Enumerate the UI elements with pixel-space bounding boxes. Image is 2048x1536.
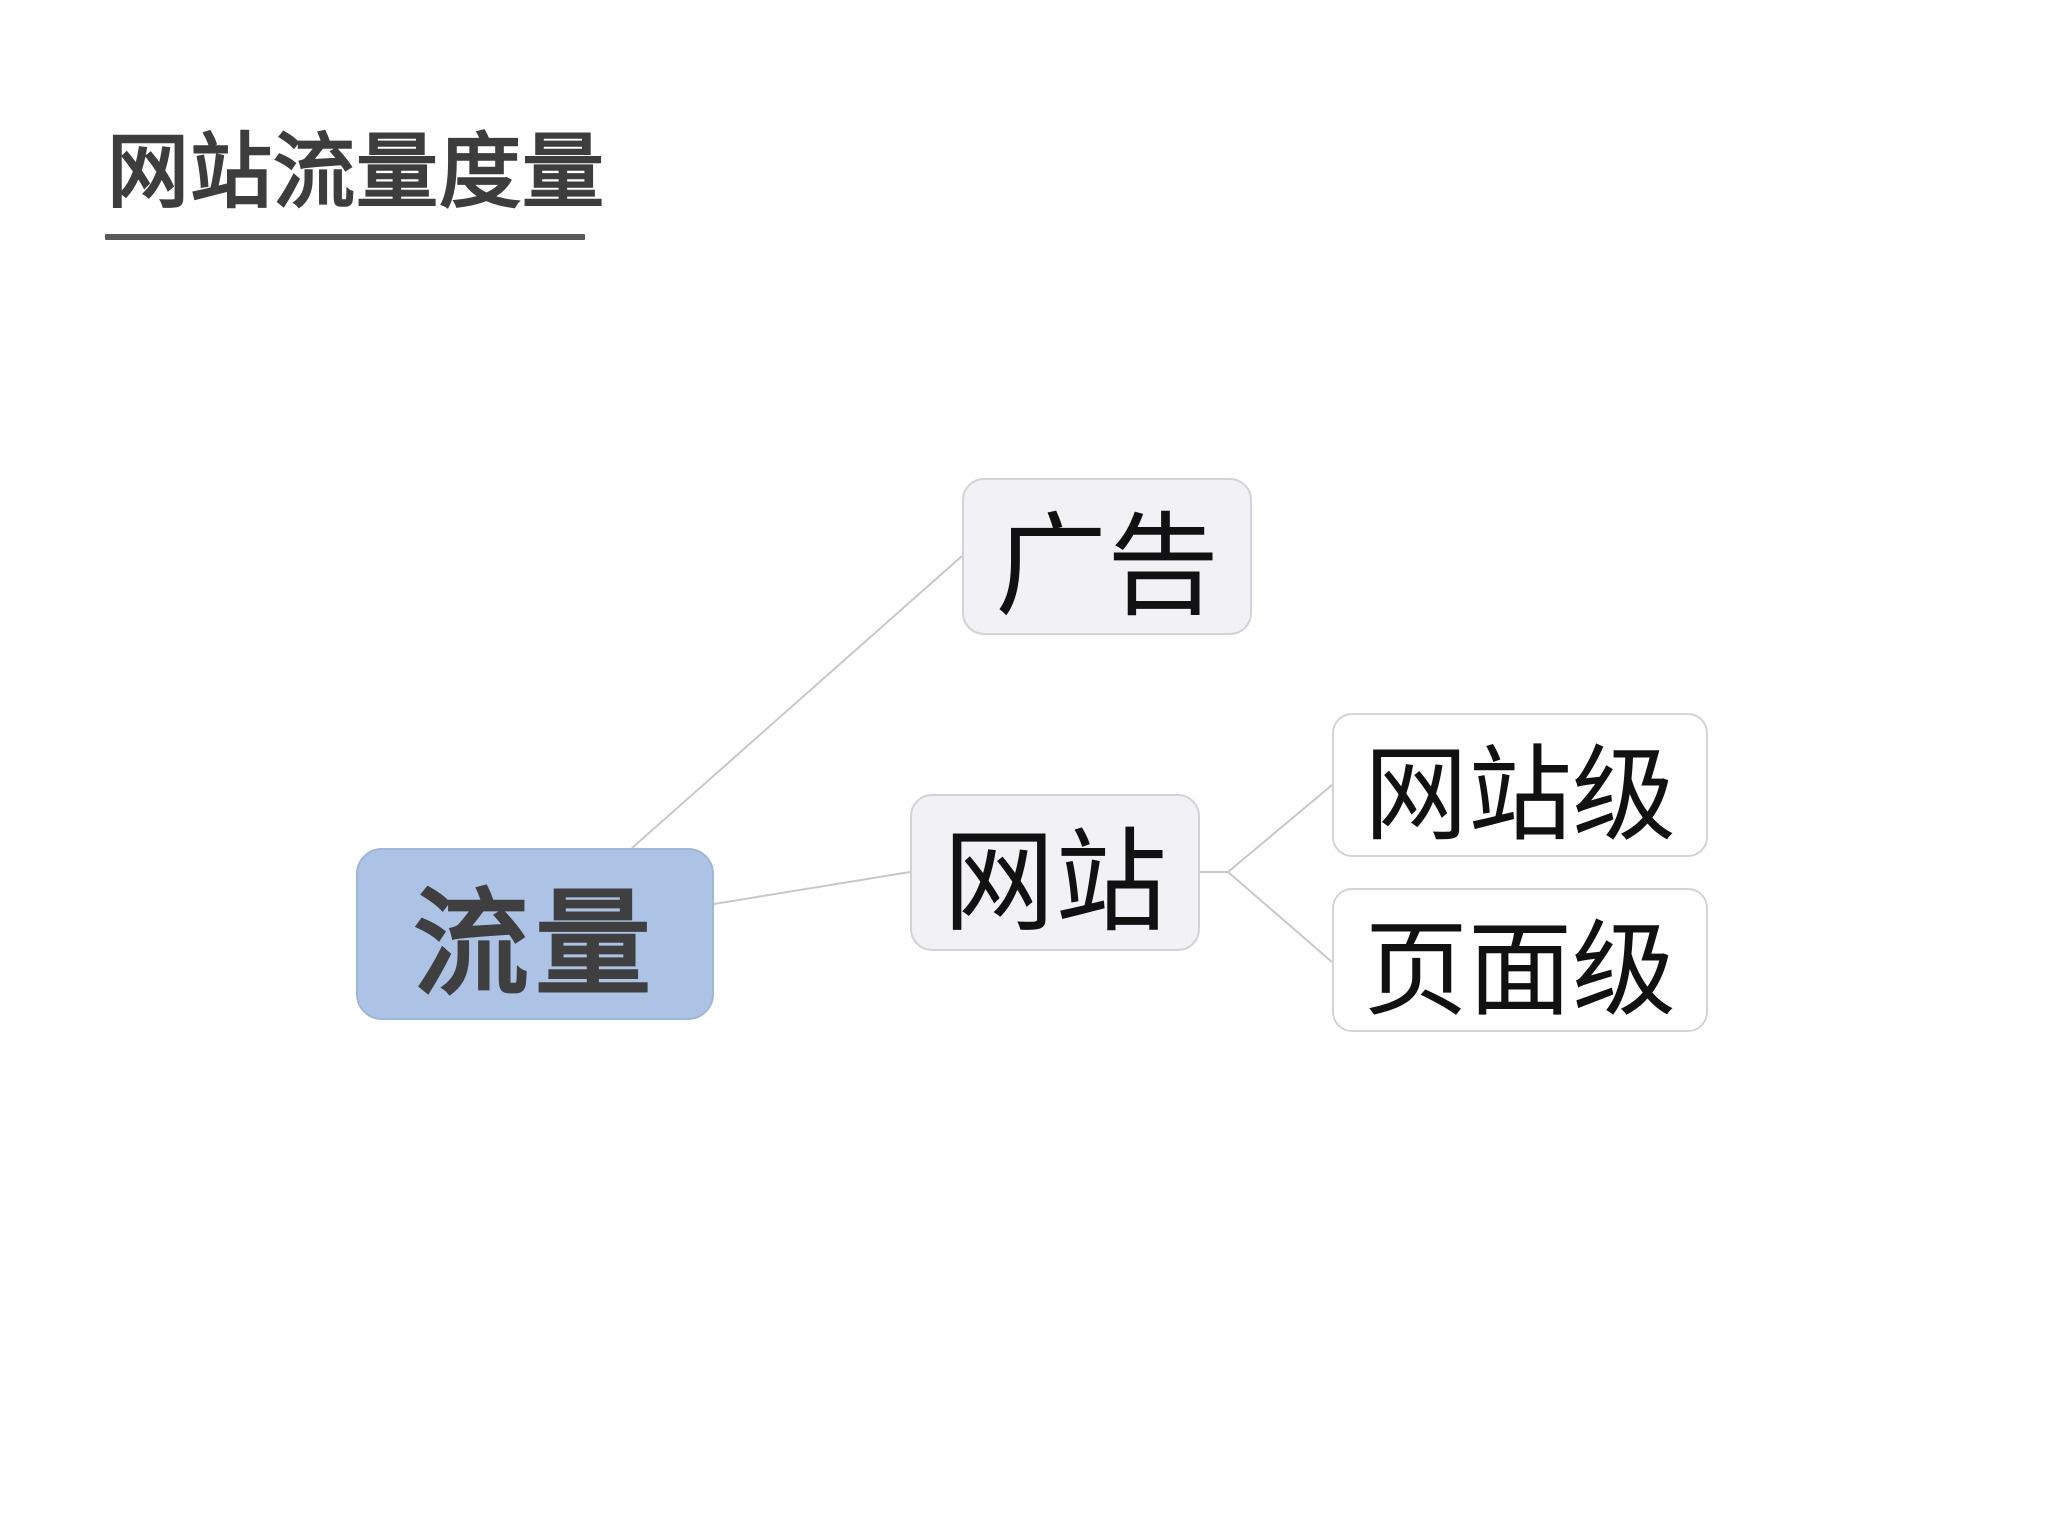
page-title: 网站流量度量: [107, 125, 606, 220]
mindmap-node-page-level[interactable]: 页面级: [1332, 888, 1708, 1032]
mindmap-root-node[interactable]: 流量: [356, 848, 714, 1020]
mindmap-node-site[interactable]: 网站: [910, 794, 1200, 951]
title-underline: [105, 234, 585, 240]
mindmap-node-ad[interactable]: 广告: [962, 478, 1252, 635]
connector-site-to-page-level: [1227, 871, 1333, 963]
connector-root-to-ad: [631, 555, 963, 849]
connector-site-to-site-level: [1227, 784, 1333, 873]
connector-root-to-site: [713, 871, 911, 905]
mindmap-node-site-level[interactable]: 网站级: [1332, 713, 1708, 857]
